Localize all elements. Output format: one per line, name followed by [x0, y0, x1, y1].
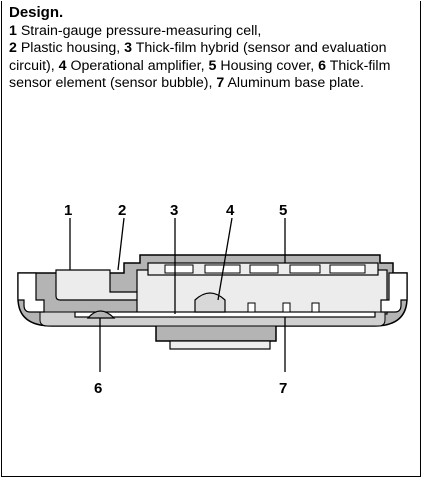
operational-amplifier	[194, 292, 226, 313]
callout-6: 6	[94, 380, 102, 397]
legend-item-5: 5 Housing cover,	[208, 57, 319, 74]
legend-item-6: 6 Thick-film sensor element (sensor bubb…	[9, 57, 391, 92]
legend-item-7: 7 Aluminum base plate.	[216, 75, 364, 91]
callout-5: 5	[279, 202, 287, 219]
hybrid-component	[247, 302, 256, 313]
callout-4: 4	[226, 202, 235, 219]
leader-lines	[69, 217, 286, 372]
callout-3: 3	[170, 202, 178, 219]
hybrid-component	[282, 302, 291, 313]
legend-item-1: 1 Strain-gauge pressure-measuring cell,	[9, 22, 262, 39]
legend-item-2: 2 Plastic housing,	[9, 40, 125, 56]
caption-text: Design. 1 Strain-gauge pressure-measurin…	[9, 4, 414, 93]
legend-item-4: 4 Operational amplifier,	[58, 57, 209, 74]
sensor-bubble	[86, 310, 116, 319]
callout-2: 2	[118, 202, 126, 219]
thick-film-hybrid	[74, 311, 376, 318]
aluminum-base-plate	[169, 340, 271, 350]
caption-body: 1 Strain-gauge pressure-measuring cell, …	[9, 23, 414, 93]
legend-item-3: 3 Thick-film hybrid (sensor and evaluati…	[9, 40, 387, 74]
caption-heading: Design.	[9, 4, 64, 21]
callout-7: 7	[279, 380, 287, 397]
hybrid-component	[311, 302, 320, 313]
housing-cover	[147, 262, 379, 276]
callout-1: 1	[64, 202, 72, 219]
